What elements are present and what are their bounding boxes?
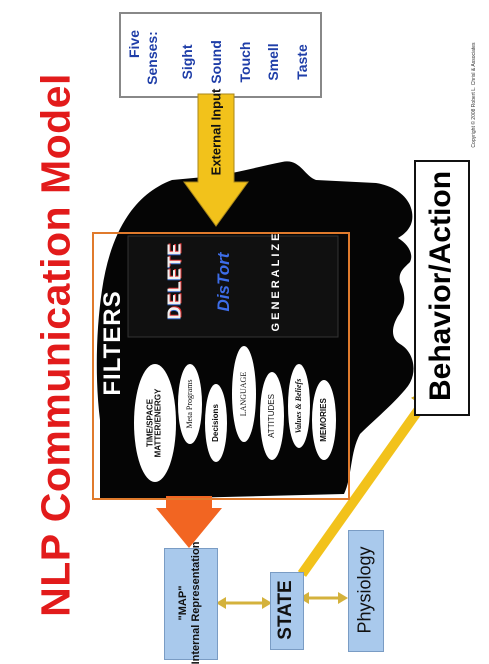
- physiology-box: [348, 530, 384, 652]
- process-panel: [127, 235, 339, 338]
- state-label: STATE: [275, 580, 296, 640]
- generalize-process: GENERALIZE: [270, 230, 282, 332]
- filter-ellipse-attitudes: [260, 372, 284, 460]
- copyright-notice: Copyright © 2008 Robert L. Chrisl & Asso…: [471, 42, 477, 148]
- filter-meta-programs-label: Meta Programs: [184, 379, 194, 429]
- filter-attitudes-label: ATTITUDES: [266, 394, 276, 438]
- filter-decisions-label: Decisions: [210, 404, 220, 442]
- map-label-line1: "MAP": [176, 585, 189, 621]
- filter-ellipse-meta-programs: [178, 364, 202, 444]
- external-input-label: External Input: [208, 88, 224, 176]
- filter-ellipse-memories: [312, 380, 336, 460]
- distort-process: DisTort: [214, 252, 233, 312]
- behavior-action-label: Behavior/Action: [424, 170, 457, 402]
- filter-language-label: LANGUAGE: [238, 371, 248, 417]
- five-senses-box: Five Senses: Sight Sound Touch Smell Tas…: [119, 12, 322, 98]
- external-input-arrow: [183, 93, 249, 227]
- filter-ellipse-values-beliefs: [288, 364, 310, 448]
- filters-box: [92, 232, 350, 500]
- filter-ellipse-language: [232, 346, 256, 442]
- filter-time-space-label: TIME/SPACE MATTER/ENERGY: [145, 388, 163, 458]
- filter-ellipse-time-space: [134, 364, 176, 482]
- physiology-label: Physiology: [354, 546, 375, 634]
- delete-process: DELETE: [164, 242, 185, 320]
- map-label: "MAP" Internal Representation: [177, 542, 203, 664]
- filter-values-beliefs-label: Values & Beliefs: [293, 378, 303, 434]
- filter-memories-label: MEMORIES: [318, 398, 328, 442]
- filter-ellipse-decisions: [205, 384, 227, 462]
- state-box: [270, 572, 304, 650]
- orange-arrow: [156, 496, 222, 548]
- map-box: [164, 548, 218, 660]
- behavior-action-box: [414, 160, 470, 416]
- filters-label: FILTERS: [99, 290, 126, 396]
- map-label-line2: Internal Representation: [190, 541, 202, 664]
